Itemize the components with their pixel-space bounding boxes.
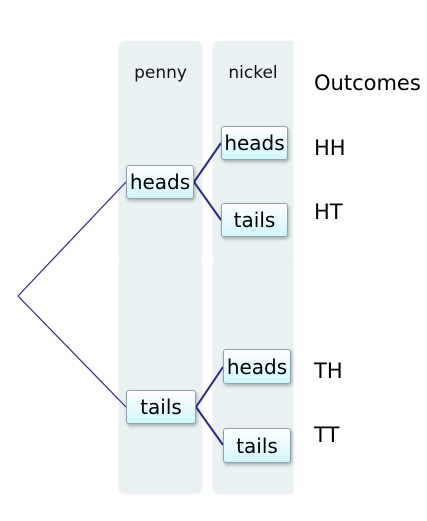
penny-column-label: penny <box>134 63 187 83</box>
nickel-heads-node-after-tails: heads <box>223 349 291 384</box>
edge-root-to-penny-tails <box>17 295 127 408</box>
nickel-heads-node-after-heads: heads <box>221 126 288 160</box>
penny-heads-node: heads <box>126 165 194 199</box>
edge-penny-tails-to-nickel-heads <box>195 366 224 408</box>
outcome-th: TH <box>314 359 343 383</box>
outcome-tt: TT <box>314 423 340 447</box>
outcome-ht: HT <box>314 200 343 224</box>
nickel-tails-node-after-heads: tails <box>221 203 288 237</box>
edge-root-to-penny-heads <box>17 181 127 297</box>
edge-penny-heads-to-nickel-tails <box>193 181 222 221</box>
penny-column-top <box>119 41 202 263</box>
nickel-column-label: nickel <box>228 63 278 83</box>
outcomes-title: Outcomes <box>314 71 421 95</box>
penny-column-bottom <box>119 259 202 493</box>
edge-penny-heads-to-nickel-heads <box>193 142 222 183</box>
edge-penny-tails-to-nickel-tails <box>195 406 224 446</box>
penny-tails-node: tails <box>126 390 196 424</box>
outcome-hh: HH <box>314 136 346 160</box>
nickel-tails-node-after-tails: tails <box>223 428 291 463</box>
